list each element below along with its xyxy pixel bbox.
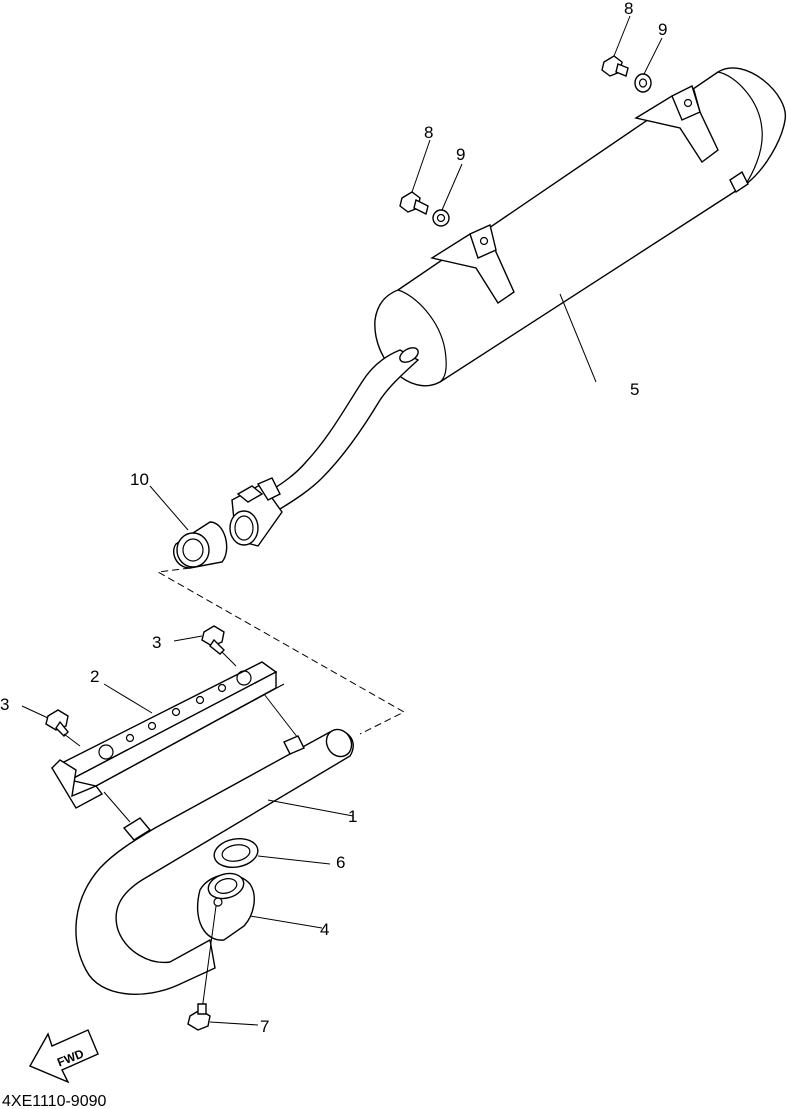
exhaust-pipe: [75, 728, 354, 995]
callout-leaders: [21, 15, 663, 1026]
protector-bolt: [45, 709, 81, 747]
callout-5: 5: [630, 380, 639, 399]
muffler-washer: [432, 209, 450, 227]
callout-4: 4: [320, 920, 329, 939]
protector-bolt: [201, 625, 237, 667]
callout-8a: 8: [624, 0, 633, 18]
alignment-dashed-line: [156, 567, 406, 735]
callout-9b: 9: [456, 145, 465, 164]
heat-protector: [50, 661, 299, 823]
callout-1: 1: [348, 807, 357, 826]
callout-3b: 3: [152, 633, 161, 652]
fwd-arrow-icon: FWD: [29, 1029, 99, 1084]
flange-bolt: [187, 1003, 211, 1031]
callout-8b: 8: [424, 123, 433, 142]
muffler: [374, 67, 786, 387]
muffler-inlet-pipe: [260, 347, 420, 513]
inlet-clamp: [229, 477, 283, 547]
pipe-joint-flange: [196, 872, 255, 1011]
callout-3a: 3: [0, 695, 9, 714]
diagram-code: 4XE1110-9090: [2, 1093, 106, 1109]
sleeve-gasket: [172, 521, 228, 569]
callout-7: 7: [260, 1017, 269, 1036]
muffler-washer: [634, 73, 652, 93]
muffler-bolt: [399, 191, 429, 216]
callout-6: 6: [336, 853, 345, 872]
muffler-bolt: [601, 55, 629, 77]
callout-10: 10: [130, 470, 149, 489]
exhaust-gasket: [213, 837, 259, 869]
callout-2: 2: [90, 667, 99, 686]
callout-9a: 9: [658, 20, 667, 39]
